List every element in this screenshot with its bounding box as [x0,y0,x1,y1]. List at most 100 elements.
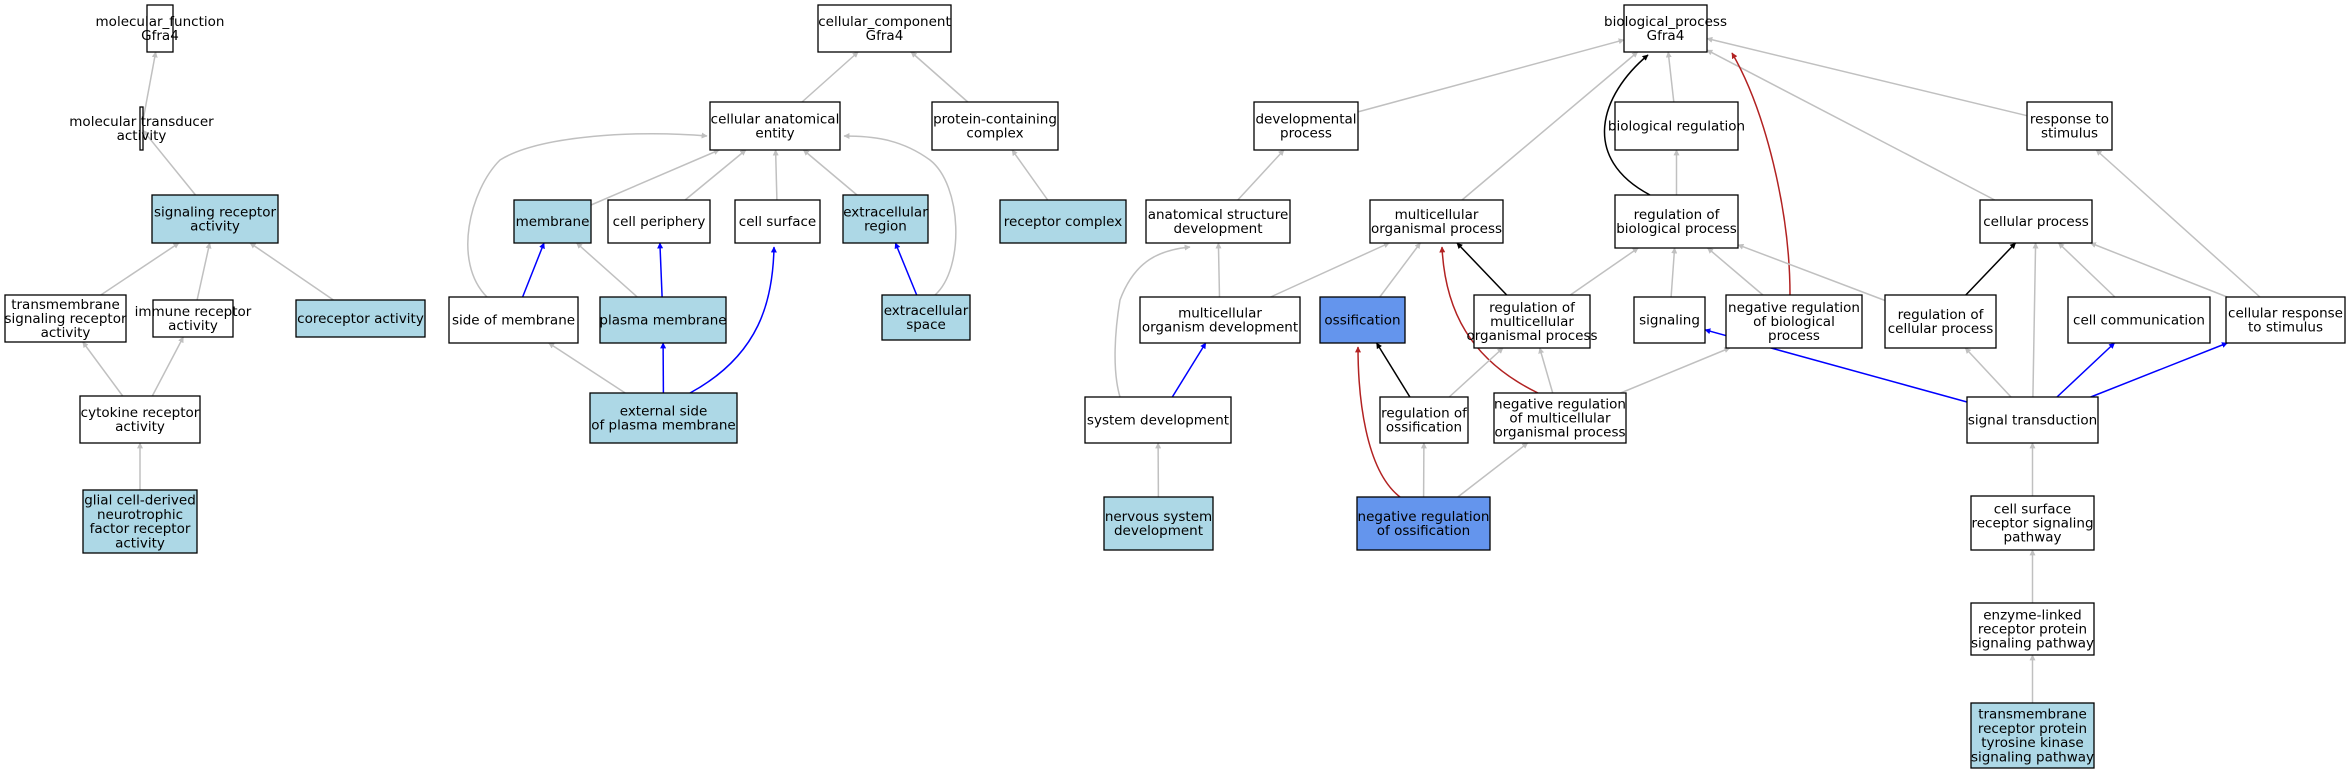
edge-rc-to-pcc [1011,149,1049,201]
node-label-line: biological_process [1604,14,1727,30]
node-box [139,106,144,151]
node-box [513,199,592,244]
go-term-node-ccom[interactable]: cell communication [2067,296,2211,344]
go-term-node-br[interactable]: biological regulation [1608,101,1745,151]
node-label-line: of ossification [1377,523,1470,539]
edge-ccom-to-cpr [2057,242,2116,298]
edge-nrmop-to-rmop [1538,347,1554,394]
go-term-node-oss[interactable]: ossification [1319,296,1406,344]
edge-rcp-to-rbp [1737,243,1886,302]
node-box [1493,392,1627,444]
edge-rbp-to-bp [1603,54,1651,196]
node-label-line: cell periphery [613,214,706,230]
node-label-line: cell surface [1994,501,2071,517]
go-term-node-cs[interactable]: cell surface [734,199,821,244]
go-term-node-sig[interactable]: signaling [1633,296,1706,344]
node-box [1139,296,1301,344]
node-box [999,199,1127,244]
node-label-line: neurotrophic [97,507,183,523]
node-label-line: nervous system [1105,509,1212,525]
go-term-node-pm[interactable]: plasma membrane [599,296,727,344]
edge-crs-to-cpr [2089,242,2228,298]
node-label-line: of plasma membrane [591,418,736,434]
node-label-line: activity [190,219,240,235]
node-label-line: signaling pathway [1971,749,2094,765]
edge-nrmop-to-nrbp [1620,347,1731,394]
node-label-line: activity [168,318,218,334]
edge-sra-to-mta [142,129,197,196]
node-label-line: enzyme-linked [1983,607,2082,623]
edge-ross-to-rmop [1448,347,1504,398]
go-term-node-cp[interactable]: cell periphery [607,199,711,244]
edge-oss-to-mop [1379,242,1421,298]
node-label-line: negative regulation [1728,300,1860,316]
node-box [295,299,426,338]
node-label-line: anatomical structure [1148,207,1289,223]
go-term-node-cpr[interactable]: cellular process [1979,199,2093,244]
edge-ira-to-sra [196,242,212,301]
node-label-line: Gfra4 [1647,28,1685,44]
go-term-node-rc[interactable]: receptor complex [999,199,1127,244]
edge-cs-to-cae [772,149,779,201]
node-label-line: extracellular [884,303,969,319]
go-term-node-mem[interactable]: membrane [513,199,592,244]
node-label-line: ossification [1324,313,1400,329]
go-term-node-sd[interactable]: system development [1084,396,1232,444]
node-label-line: regulation of [1634,207,1721,223]
go-term-node-st[interactable]: signal transduction [1966,396,2099,444]
node-label-line: cellular response [2228,305,2343,321]
node-label-line: cell surface [739,214,816,230]
node-label-line: protein-containing [933,111,1057,127]
node-box [448,296,579,344]
node-label-line: signaling receptor [4,311,127,327]
node-box [1103,496,1214,551]
node-box [2026,101,2113,151]
node-label-line: cellular process [1888,321,1994,337]
node-label-line: cellular process [1983,214,2089,230]
node-label-line: system development [1087,413,1229,429]
edge-br-to-bp [1665,51,1675,103]
go-term-node-cra[interactable]: coreceptor activity [295,299,426,338]
node-box [1979,199,2093,244]
node-label-line: negative regulation [1494,396,1626,412]
node-label-line: development [1173,221,1262,237]
edge-ckra-to-ira [151,336,184,397]
node-box [152,299,234,338]
edge-rts-to-bp [1706,36,2028,117]
node-box [1473,294,1591,349]
edge-ckra-to-tsra [82,341,124,397]
go-term-node-som[interactable]: side of membrane [448,296,579,344]
node-box [1253,101,1359,151]
